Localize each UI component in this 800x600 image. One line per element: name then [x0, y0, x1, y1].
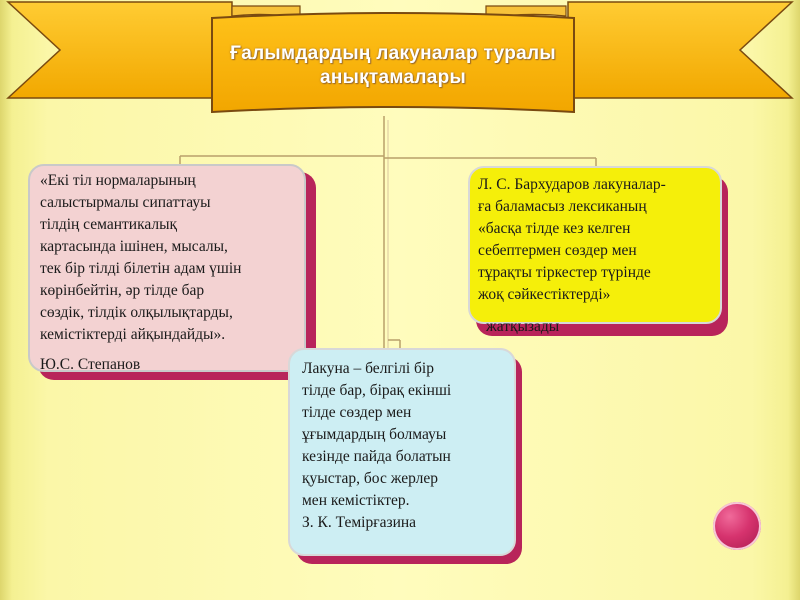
- definition-box-stepanov: «Екі тіл нормаларының салыстырмалы сипат…: [28, 164, 306, 372]
- title-banner: [6, 1, 794, 114]
- definition-text-barkhudarov: Л. С. Бархударов лакуналар- ға баламасыз…: [478, 176, 666, 303]
- author-stepanov: Ю.С. Степанов: [40, 356, 141, 373]
- banner-center: [211, 12, 575, 114]
- banner-left-tail: [6, 1, 233, 99]
- trailing-text-barkhudarov: жатқызады: [486, 318, 560, 335]
- diagram-title: Ғалымдардың лакуналар туралы анықтамалар…: [230, 43, 556, 88]
- definition-box-barkhudarov: Л. С. Бархударов лакуналар- ға баламасыз…: [468, 166, 722, 324]
- left-edge-shade: [0, 0, 12, 600]
- definition-box-temirgazina: Лакуна – белгілі бір тілде бар, бірақ ек…: [288, 348, 516, 556]
- decorative-circle: [713, 502, 761, 550]
- definition-text-stepanov: «Екі тіл нормаларының салыстырмалы сипат…: [40, 172, 242, 343]
- definition-text-temirgazina: Лакуна – белгілі бір тілде бар, бірақ ек…: [302, 360, 452, 531]
